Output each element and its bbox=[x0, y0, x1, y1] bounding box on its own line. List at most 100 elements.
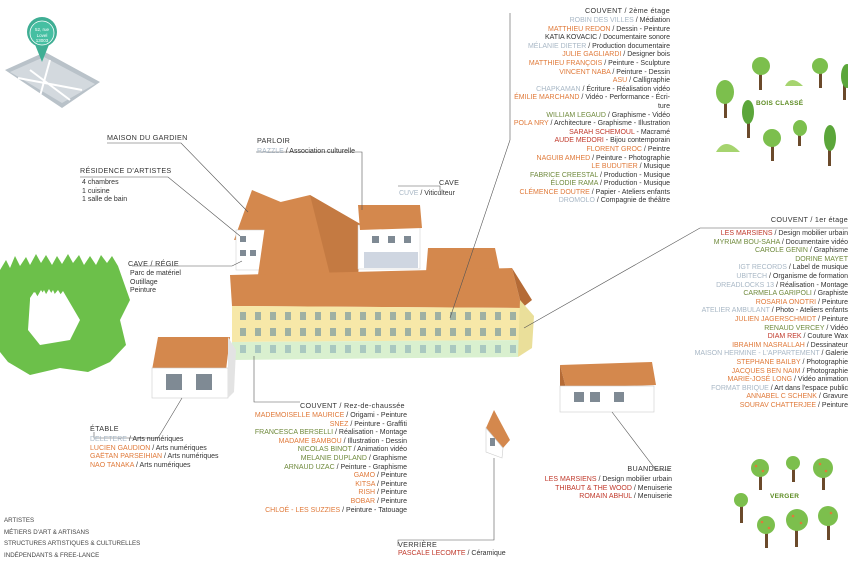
tenant-name: CHLOÉ - LES SUZZIES bbox=[265, 506, 341, 514]
tenant-entry: JULIEN JAGERSCHMIDT / Peinture bbox=[695, 316, 848, 325]
tenant-activity: / Vidéo bbox=[824, 324, 848, 332]
residence-line: 4 chambres bbox=[82, 179, 119, 186]
couvent1-title: COUVENT / 1er étage bbox=[770, 215, 848, 224]
tenant-name: GAËTAN PARSEIHIAN bbox=[90, 453, 163, 461]
window bbox=[285, 312, 291, 320]
window bbox=[285, 345, 291, 353]
window bbox=[510, 328, 516, 336]
buanderie-building bbox=[559, 362, 656, 413]
tenant-name: MÉLANIE DIETER bbox=[527, 42, 587, 50]
tenant-activity: / Art dans l'espace public bbox=[768, 384, 848, 392]
tenant-name: LES MARSIENS bbox=[544, 476, 597, 483]
window bbox=[360, 312, 366, 320]
tenant-activity: / Vidéo - Performance - Écri- bbox=[579, 94, 670, 102]
verriere-building bbox=[485, 410, 510, 459]
tenant-entry: MYRIAM BOU-SAHA / Documentaire vidéo bbox=[695, 239, 848, 248]
couvent0-title: COUVENT / Rez-de-chaussée bbox=[300, 401, 405, 410]
window bbox=[420, 328, 426, 336]
legend-item: MÉTIERS D'ART & ARTISANS bbox=[4, 528, 90, 536]
window bbox=[255, 328, 261, 336]
tenant-entry: THIBAUT & THE WOOD / Menuiserie bbox=[545, 485, 672, 494]
tenant-activity: / Label de musique bbox=[786, 264, 848, 272]
tenant-name: MATTHIEU REDON bbox=[547, 25, 611, 33]
tenant-activity: / Graphisme bbox=[366, 454, 407, 462]
window bbox=[480, 345, 486, 353]
window bbox=[345, 312, 351, 320]
tenant-name: NAO TANAKA bbox=[90, 461, 135, 469]
tenant-name: NICOLAS BINOT bbox=[297, 446, 352, 454]
tenant-entry: ATELIER AMBULANT / Photo - Ateliers enfa… bbox=[695, 307, 848, 316]
location-pin-icon bbox=[27, 17, 57, 62]
tenant-activity: / Photographie bbox=[800, 358, 848, 366]
tenant-entry: FLORENT GROC / Peintre bbox=[514, 146, 670, 155]
tenant-entry: LE BUDUTIER / Musique bbox=[514, 163, 670, 172]
tenant-activity: / Vidéo animation bbox=[792, 376, 848, 384]
tenant-entry: POLA NRY / Architecture - Graphisme - Il… bbox=[514, 120, 670, 129]
tenant-activity: / Peinture bbox=[375, 489, 407, 497]
tenant-entry: FABRICE CREESTAL / Production - Musique bbox=[514, 172, 670, 181]
tenant-entry: RENAUD VERCEY / Vidéo bbox=[695, 325, 848, 334]
tenant-name: ÉMILIE MARCHAND bbox=[514, 94, 580, 102]
tenant-entry: CUVE / Viticulteur bbox=[399, 190, 455, 199]
bois-trees bbox=[716, 57, 848, 166]
window bbox=[465, 328, 471, 336]
cave-regie-line: Parc de matériel bbox=[130, 270, 181, 277]
cave-regie-line: Outillage bbox=[130, 278, 158, 286]
tenant-activity: / Peinture bbox=[375, 480, 407, 488]
cave-regie-line: Peinture bbox=[130, 287, 157, 295]
tenant-activity: / Photo - Ateliers enfants bbox=[769, 307, 848, 315]
tenant-activity: / Architecture - Graphisme - Illustratio… bbox=[548, 120, 670, 128]
tenant-entry: SNEZ / Peinture - Graffiti bbox=[255, 421, 407, 430]
window bbox=[375, 328, 381, 336]
window bbox=[270, 345, 276, 353]
verriere-title: VERRIÈRE bbox=[398, 540, 438, 549]
tenant-entry: SOURAV CHATTERJEE / Peinture bbox=[695, 402, 848, 411]
window bbox=[300, 345, 306, 353]
tenant-entry: JACQUES BEN NAIM / Photographie bbox=[695, 368, 848, 377]
tenant-name: RAZZLE bbox=[257, 148, 284, 155]
window bbox=[330, 312, 336, 320]
window bbox=[315, 328, 321, 336]
tenant-name: ARNAUD UZAC bbox=[284, 463, 335, 471]
tenant-activity: / Peinture - Tatouage bbox=[340, 506, 407, 514]
tenant-entry: ARNAUD UZAC / Peinture - Graphisme bbox=[255, 464, 407, 473]
zone-prairie: PRAIRIE bbox=[34, 314, 63, 321]
tenant-activity: / Arts numériques bbox=[126, 436, 184, 443]
tenant-name: ATELIER AMBULANT bbox=[701, 307, 770, 315]
tenant-activity: - Macramé bbox=[634, 128, 670, 136]
tenant-entry: KITSA / Peinture bbox=[255, 481, 407, 490]
window bbox=[300, 312, 306, 320]
tenant-activity: / Association culturelle bbox=[283, 148, 356, 155]
tenant-entry: ROMAIN ABHUL / Menuiserie bbox=[545, 493, 672, 502]
window bbox=[300, 328, 306, 336]
window bbox=[315, 312, 321, 320]
tenant-name: THIBAUT & THE WOOD bbox=[555, 484, 632, 492]
tenant-activity: / Dessin - Peinture bbox=[610, 25, 670, 33]
tenant-activity: KATIA KOVACIC / Documentaire sonore bbox=[544, 34, 670, 42]
window bbox=[405, 328, 411, 336]
tenant-entry: ROBIN DES VILLES / Médiation bbox=[514, 17, 670, 26]
tenant-name: LE BUDUTIER bbox=[591, 163, 638, 171]
tenant-activity: / Arts numériques bbox=[162, 453, 219, 461]
tenant-activity: / Peinture bbox=[816, 298, 848, 306]
window bbox=[435, 328, 441, 336]
tenant-entry: SARAH SCHEMOUL - Macramé bbox=[514, 129, 670, 138]
tenant-activity: / Peinture bbox=[816, 315, 848, 323]
tenant-activity: / Réalisation - Montage bbox=[774, 281, 848, 289]
tenant-name: DELETERE bbox=[90, 436, 127, 443]
tenant-activity: / Documentaire vidéo bbox=[779, 238, 848, 246]
tenant-activity: / Réalisation - Montage bbox=[333, 429, 407, 437]
tenant-activity: / Peinture bbox=[816, 401, 848, 409]
tenant-activity: / Écriture - Réalisation vidéo bbox=[580, 85, 670, 93]
tenant-entry: GAMO / Peinture bbox=[255, 472, 407, 481]
window bbox=[345, 345, 351, 353]
tenant-name: ROSARIA ONOTRI bbox=[755, 298, 817, 306]
cave-regie-title: CAVE / RÉGIE bbox=[128, 259, 179, 268]
tenant-entry: IGT RECORDS / Label de musique bbox=[695, 264, 848, 273]
tenant-name: KITSA bbox=[355, 480, 376, 488]
tenant-activity: / Calligraphie bbox=[627, 77, 670, 85]
tenant-activity: / Animation vidéo bbox=[351, 446, 407, 454]
tenant-entry: ASU / Calligraphie bbox=[514, 77, 670, 86]
tenant-entry: ture bbox=[514, 103, 670, 112]
tenant-entry: KATIA KOVACIC / Documentaire sonore bbox=[514, 34, 670, 43]
